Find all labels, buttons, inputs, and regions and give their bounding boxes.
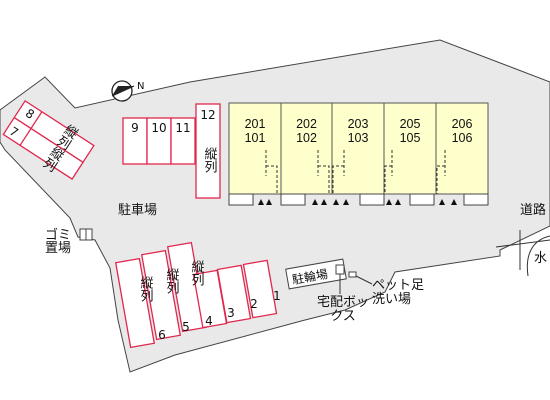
waterway-line xyxy=(495,235,550,277)
unit-upper: 203 xyxy=(347,117,369,131)
stair-dashes xyxy=(265,150,446,194)
parking-top-row xyxy=(122,103,221,199)
delivery-box-shape xyxy=(335,264,345,275)
vertical-text: 縦列 xyxy=(163,268,179,294)
stall-number: 2 xyxy=(250,297,258,311)
stall-vertical-label: 縦列 xyxy=(200,147,216,178)
stall-number: 6 xyxy=(158,328,166,342)
lot-ground xyxy=(0,39,550,373)
waterway-label: 水 xyxy=(534,251,548,266)
stall-number: 12 xyxy=(200,108,216,122)
pet-wash-shape xyxy=(348,271,357,278)
unit-upper: 206 xyxy=(451,117,473,131)
pet-wash-leader xyxy=(355,275,373,285)
unit-label: 205 105 xyxy=(384,117,436,146)
garbage-label: ゴミ置場 xyxy=(45,228,72,256)
unit-upper: 205 xyxy=(399,117,421,131)
unit-label: 201 101 xyxy=(229,117,281,146)
unit-lower: 105 xyxy=(399,130,421,145)
unit-lower: 102 xyxy=(296,130,317,145)
stall-number: 3 xyxy=(227,306,235,320)
parking-left-group xyxy=(2,99,95,180)
bicycle-parking-box xyxy=(285,258,347,290)
unit-label: 203 103 xyxy=(332,117,384,146)
vertical-text: 縦列 xyxy=(201,147,217,173)
stall-vertical-label: 縦列 xyxy=(187,260,203,291)
road-label: 道路 xyxy=(520,203,547,218)
unit-lower: 103 xyxy=(347,130,369,145)
building-block xyxy=(228,102,489,195)
stall-number: 5 xyxy=(182,320,190,334)
delivery-box-label: 宅配ボックス xyxy=(316,295,369,325)
stall-number: 9 xyxy=(131,121,139,135)
north-arrow-icon xyxy=(111,80,135,102)
pet-wash-label: ペット足洗い場 xyxy=(372,278,425,308)
unit-lower: 101 xyxy=(244,130,266,145)
unit-label: 202 102 xyxy=(281,117,332,146)
stall-number: 4 xyxy=(205,314,213,328)
stall-number: 11 xyxy=(175,121,191,135)
parking-lot-label: 駐車場 xyxy=(118,203,158,218)
vertical-text: 縦列 xyxy=(188,260,204,286)
vertical-text: 縦列 xyxy=(137,276,153,302)
stall-number: 1 xyxy=(273,289,281,303)
entrance-boxes xyxy=(228,193,489,206)
entrance-markers xyxy=(258,199,457,205)
stall-number: 10 xyxy=(151,121,167,135)
stall-vertical-label: 縦列 xyxy=(136,276,152,307)
unit-upper: 201 xyxy=(244,117,266,131)
building-dividers xyxy=(280,103,437,194)
north-label: N xyxy=(137,81,145,92)
unit-label: 206 106 xyxy=(436,117,488,146)
parking-bottom-row xyxy=(114,241,278,349)
unit-lower: 106 xyxy=(451,130,473,145)
stall-vertical-label: 縦列 xyxy=(162,268,178,299)
unit-upper: 202 xyxy=(296,117,317,131)
